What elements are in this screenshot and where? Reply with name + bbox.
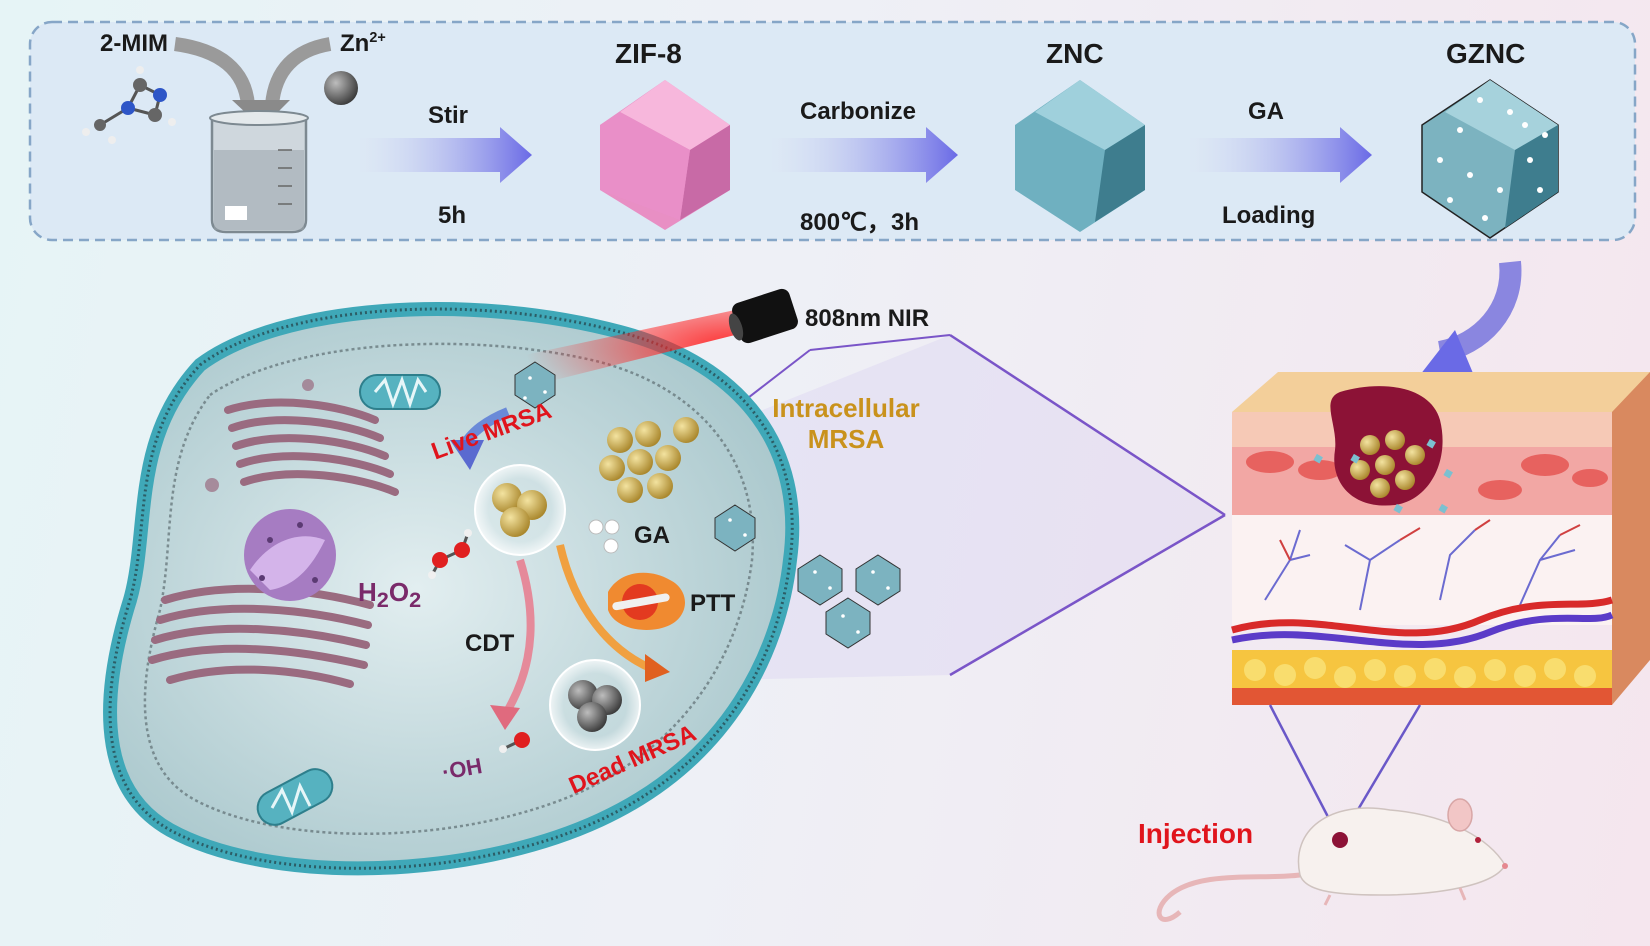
ptt-pathway-arrow-head <box>645 654 670 682</box>
cdt-pathway-arrow <box>501 558 535 718</box>
mitochondrion-bottom-icon <box>256 768 334 826</box>
zoom-line-link <box>809 334 951 351</box>
dead-mrsa-cluster-icon <box>568 680 622 732</box>
carbonize-conditions-label: 800℃，3h <box>800 209 920 236</box>
intracellular-label-line-2: MRSA <box>807 424 885 455</box>
laser-label: 808nm NIR <box>805 305 930 332</box>
ptt-pathway-arrow <box>556 544 652 672</box>
gznc-particle-icon <box>514 361 556 409</box>
cell-membrane-outline <box>108 307 794 870</box>
intracellular-label-line-1: Intracellular <box>772 393 920 423</box>
skin-tissue-block <box>1231 372 1650 705</box>
vein <box>1231 611 1614 649</box>
beaker-icon <box>209 110 309 234</box>
loading-step-label: Loading <box>1222 202 1316 229</box>
merge-arrow-left <box>173 37 255 106</box>
injection-label: Injection <box>1138 818 1254 849</box>
cdt-label: CDT <box>465 630 515 657</box>
laser-beam <box>525 310 735 385</box>
carbonize-step-label: Carbonize <box>800 98 917 125</box>
h2o2-sub-2: 2 <box>409 587 422 613</box>
h2o2-h: H <box>358 577 377 607</box>
delivery-arrow-head <box>1420 330 1475 378</box>
zn-ion-sphere-icon <box>324 71 358 105</box>
h2o2-molecule-icon <box>428 529 472 579</box>
synthesis-panel <box>28 20 1637 242</box>
mouse-icon <box>1156 798 1508 922</box>
zif-8-polyhedron-icon <box>600 80 730 230</box>
gznc-polyhedron-icon <box>1421 79 1559 239</box>
stir-time-label: 5h <box>438 202 467 229</box>
thermometer-flame-icon <box>608 572 685 630</box>
gznc-particle-membrane-icon <box>714 504 756 552</box>
zoom-line-bottom <box>949 513 1226 677</box>
vesicle <box>205 478 219 492</box>
zn-symbol: Zn <box>340 30 370 57</box>
laser-device-icon <box>728 288 798 344</box>
stir-arrow <box>360 127 532 183</box>
hypodermis-layer <box>1232 515 1612 625</box>
ga-step-label: GA <box>1248 98 1284 125</box>
zn-charge: 2+ <box>369 30 386 46</box>
h2o2-label: H2O2 <box>358 577 421 613</box>
ga-molecule-icon <box>588 519 620 554</box>
cdt-pathway-arrow-head <box>490 705 520 730</box>
gznc-label: GZNC <box>1446 38 1526 69</box>
loading-arrow <box>1190 127 1372 183</box>
stir-step-label: Stir <box>428 102 469 129</box>
gznc-particles-outside-icon <box>797 554 901 649</box>
2-mim-molecule-icon <box>82 66 176 144</box>
ptt-label: PTT <box>690 590 736 617</box>
vesicle <box>302 379 314 391</box>
uptake-arrow-head <box>450 440 484 470</box>
znc-label: ZNC <box>1046 38 1104 69</box>
merge-arrow-right <box>265 37 332 106</box>
nucleus-icon <box>244 509 336 601</box>
zoom-line-top <box>949 333 1226 517</box>
mitochondrion-top-icon <box>359 374 441 410</box>
h2o2-o: O <box>388 577 410 607</box>
infection-lesion-icon <box>1313 386 1453 514</box>
hydroxyl-radical-icon <box>499 732 530 753</box>
reagent-2-mim-label: 2-MIM <box>100 30 168 57</box>
intracellular-mrsa-cluster-icon <box>599 417 699 503</box>
znc-polyhedron-icon <box>1015 80 1145 232</box>
artery <box>1231 596 1614 637</box>
h2o2-sub-1: 2 <box>376 587 389 613</box>
carbonize-arrow <box>772 127 958 183</box>
intracellular-mrsa-label: Intracellular MRSA <box>752 393 940 455</box>
live-mrsa-cluster-icon <box>492 483 547 537</box>
golgi-apparatus-upper <box>224 398 399 496</box>
zif-8-label: ZIF-8 <box>615 38 682 69</box>
reagent-zn-label: Zn2+ <box>340 30 386 58</box>
ga-label: GA <box>634 522 670 549</box>
